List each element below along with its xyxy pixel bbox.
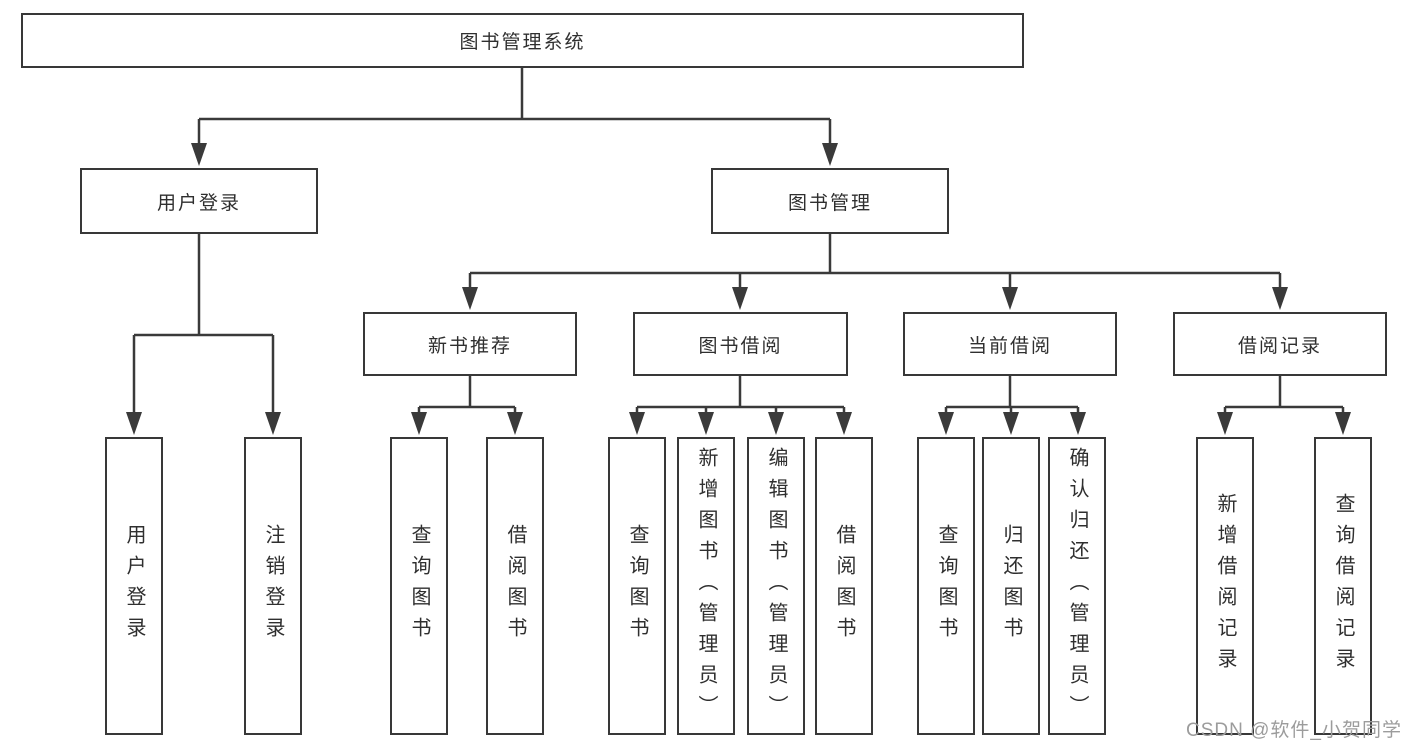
leaf-query-books-3-label: 查询图书 <box>935 524 957 648</box>
node-borrow-records-label: 借阅记录 <box>1237 335 1322 357</box>
leaf-edit-book-admin-label: 编辑图书（管理员） <box>765 446 787 726</box>
leaf-return-book: 归还图书 <box>982 437 1040 735</box>
node-book-borrow-label: 图书借阅 <box>698 335 783 357</box>
leaf-query-books-2: 查询图书 <box>608 437 666 735</box>
node-root-system: 图书管理系统 <box>21 13 1024 68</box>
leaf-query-borrow-record-label: 查询借阅记录 <box>1332 493 1354 679</box>
leaf-logout-label: 注销登录 <box>262 524 284 648</box>
leaf-edit-book-admin: 编辑图书（管理员） <box>747 437 805 735</box>
node-root-system-label: 图书管理系统 <box>459 32 586 53</box>
leaf-add-book-admin: 新增图书（管理员） <box>677 437 735 735</box>
leaf-borrow-books-2: 借阅图书 <box>815 437 873 735</box>
leaf-query-books-1-label: 查询图书 <box>408 524 430 648</box>
node-book-management-label: 图书管理 <box>787 192 872 214</box>
leaf-logout: 注销登录 <box>244 437 302 735</box>
leaf-user-login: 用户登录 <box>105 437 163 735</box>
leaf-borrow-books-2-label: 借阅图书 <box>833 524 855 648</box>
leaf-confirm-return-admin-label: 确认归还（管理员） <box>1066 446 1088 726</box>
node-user-login-label: 用户登录 <box>156 192 241 214</box>
leaf-add-borrow-record: 新增借阅记录 <box>1196 437 1254 735</box>
node-current-borrow: 当前借阅 <box>903 312 1117 376</box>
node-book-borrow: 图书借阅 <box>633 312 848 376</box>
leaf-query-borrow-record: 查询借阅记录 <box>1314 437 1372 735</box>
node-user-login: 用户登录 <box>80 168 318 234</box>
node-borrow-records: 借阅记录 <box>1173 312 1387 376</box>
node-current-borrow-label: 当前借阅 <box>967 335 1052 357</box>
leaf-borrow-books-1: 借阅图书 <box>486 437 544 735</box>
csdn-watermark: CSDN @软件_小贺同学 <box>1186 720 1402 741</box>
leaf-user-login-label: 用户登录 <box>123 524 145 648</box>
node-book-management: 图书管理 <box>711 168 949 234</box>
leaf-query-books-3: 查询图书 <box>917 437 975 735</box>
leaf-borrow-books-1-label: 借阅图书 <box>504 524 526 648</box>
leaf-query-books-2-label: 查询图书 <box>626 524 648 648</box>
node-new-book-recommend: 新书推荐 <box>363 312 577 376</box>
leaf-return-book-label: 归还图书 <box>1000 524 1022 648</box>
leaf-query-books-1: 查询图书 <box>390 437 448 735</box>
leaf-add-book-admin-label: 新增图书（管理员） <box>695 446 717 726</box>
leaf-confirm-return-admin: 确认归还（管理员） <box>1048 437 1106 735</box>
node-new-book-recommend-label: 新书推荐 <box>427 335 512 357</box>
leaf-add-borrow-record-label: 新增借阅记录 <box>1214 493 1236 679</box>
